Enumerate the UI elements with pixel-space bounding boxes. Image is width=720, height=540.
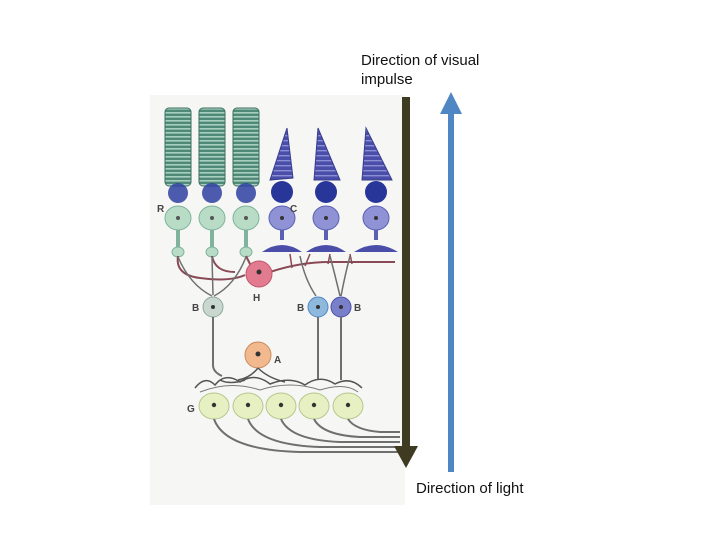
bipolar-right-1-letter: B <box>297 303 304 314</box>
cone-cell <box>306 127 346 252</box>
bipolar-cell-left: B <box>177 256 247 377</box>
synapse-tangle-2 <box>199 384 359 393</box>
cone-letter: C <box>290 204 297 215</box>
ganglion-axons <box>213 418 400 453</box>
light-arrow <box>440 92 462 472</box>
visual-impulse-label: Direction of visual impulse <box>361 52 480 88</box>
bipolar-cell-purple: B <box>329 255 361 380</box>
horizontal-letter: H <box>253 293 260 304</box>
bipolar-right-2-letter: B <box>354 303 361 314</box>
rod-letter: R <box>157 204 165 215</box>
amacrine-letter: A <box>274 355 281 366</box>
ganglion-letter: G <box>187 404 195 415</box>
rod-cell <box>198 107 226 258</box>
rod-cell <box>232 107 260 258</box>
bipolar-left-letter: B <box>192 303 199 314</box>
ganglion-cells: G <box>187 392 364 420</box>
rod-cell <box>164 107 192 258</box>
horizontal-cell: H <box>176 253 395 304</box>
bipolar-cells: B B B <box>177 255 361 380</box>
rod-cells: R <box>157 107 260 258</box>
visual-impulse-arrow <box>394 97 418 468</box>
cone-cells: C <box>262 126 398 252</box>
synapse-tangle <box>194 376 363 389</box>
bipolar-cell-blue: B <box>297 255 329 380</box>
cone-cell <box>354 126 398 252</box>
light-label: Direction of light <box>416 480 524 497</box>
cone-cell <box>262 127 302 252</box>
